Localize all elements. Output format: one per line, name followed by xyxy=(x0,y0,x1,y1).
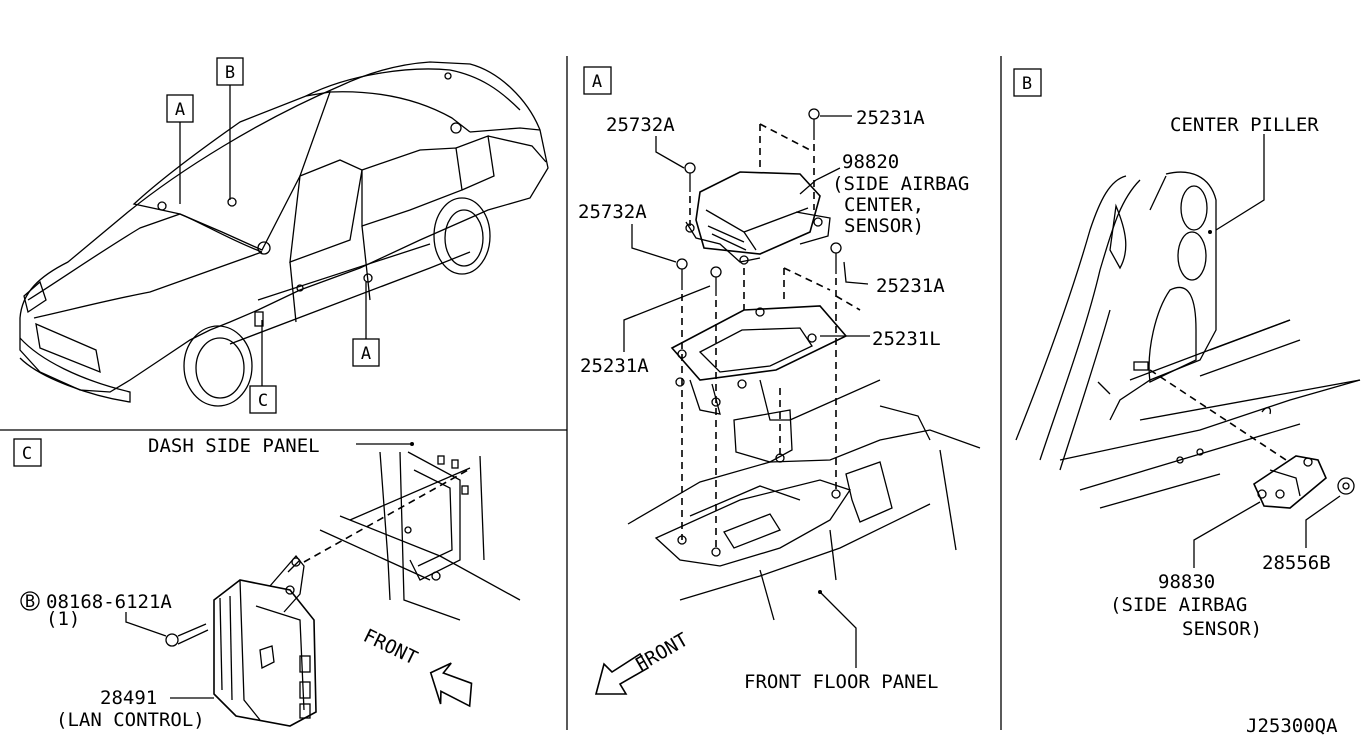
svg-text:A: A xyxy=(592,72,602,92)
callout-c: C xyxy=(249,385,277,414)
label-25231a-top: 25231A xyxy=(856,107,925,129)
svg-text:C: C xyxy=(258,391,268,411)
label-98830-desc-2: SENSOR) xyxy=(1182,618,1262,640)
bolt-25231a-right-icon xyxy=(830,242,842,274)
section-c-marker: C xyxy=(13,438,42,467)
label-98820-desc-3: SENSOR) xyxy=(844,215,924,237)
label-25231a-right: 25231A xyxy=(876,275,945,297)
label-25231l: 25231L xyxy=(872,328,941,350)
label-dash-side-panel: DASH SIDE PANEL xyxy=(148,435,320,457)
svg-text:B: B xyxy=(1022,74,1032,94)
label-98830: 98830 xyxy=(1158,571,1215,593)
callout-a-sill: A xyxy=(352,338,380,367)
svg-text:A: A xyxy=(175,100,185,120)
car-overview-illustration xyxy=(19,61,549,407)
section-b-marker: B xyxy=(1013,68,1042,97)
bolt-25231a-top-icon xyxy=(808,108,820,140)
svg-text:C: C xyxy=(22,444,32,464)
label-bolt-qty: (1) xyxy=(46,608,80,630)
front-arrow-a-icon xyxy=(594,652,650,695)
front-arrow-c-icon xyxy=(429,662,473,708)
bolt-25732a-mid-icon xyxy=(676,258,688,290)
svg-text:B: B xyxy=(225,63,235,83)
panel-dividers xyxy=(0,56,1002,730)
label-front-c: FRONT xyxy=(360,625,421,670)
label-25732a-mid: 25732A xyxy=(578,201,647,223)
label-25732a-top: 25732A xyxy=(606,114,675,136)
label-98830-desc-1: (SIDE AIRBAG xyxy=(1110,594,1247,616)
label-front-floor-panel: FRONT FLOOR PANEL xyxy=(744,671,938,693)
svg-text:A: A xyxy=(361,344,371,364)
label-28491-desc: (LAN CONTROL) xyxy=(56,709,205,731)
label-center-piller: CENTER PILLER xyxy=(1170,114,1319,136)
diagram-id: J25300QA xyxy=(1246,715,1338,736)
label-98820-desc-1: (SIDE AIRBAG xyxy=(832,173,969,195)
section-a-marker: A xyxy=(583,66,612,95)
label-98820-desc-2: CENTER, xyxy=(844,194,924,216)
nut-28556b-icon xyxy=(1337,477,1355,495)
callout-b: B xyxy=(216,57,244,86)
callout-a-roof: A xyxy=(166,94,194,123)
bolt-25231a-left-icon xyxy=(710,266,722,296)
bolt-08168-icon xyxy=(165,623,209,647)
section-a-illustration xyxy=(623,108,981,668)
label-28491: 28491 xyxy=(100,687,157,709)
label-front-a: FRONT xyxy=(632,629,693,677)
section-b-illustration xyxy=(1015,134,1361,568)
svg-text:B: B xyxy=(25,592,35,612)
section-c-illustration xyxy=(125,442,521,727)
label-28556b: 28556B xyxy=(1262,552,1331,574)
bolt-circle-badge: B xyxy=(20,591,40,612)
label-25231a-left: 25231A xyxy=(580,355,649,377)
bolt-25732a-top-icon xyxy=(684,162,696,192)
label-08168-6121a: 08168-6121A xyxy=(46,591,172,613)
label-98820: 98820 xyxy=(842,151,899,173)
